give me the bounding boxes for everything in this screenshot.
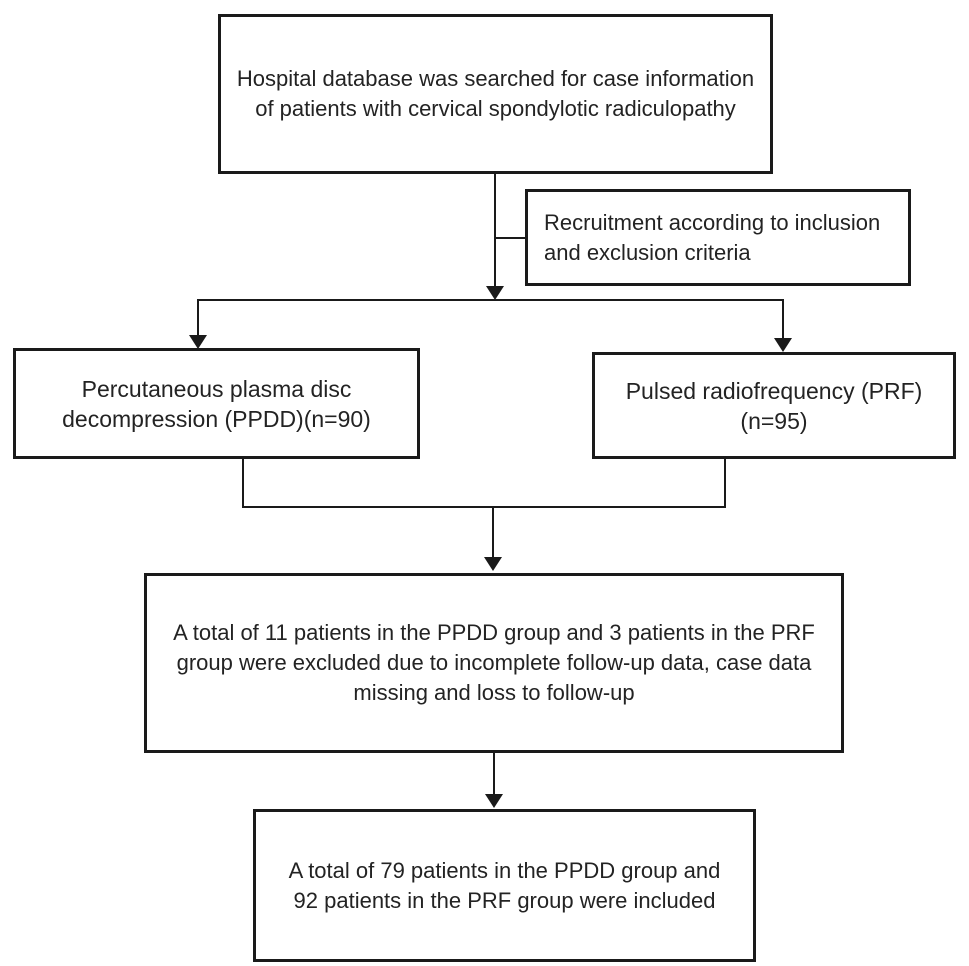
arrowhead-included-icon	[485, 794, 503, 808]
node-hospital-database-search: Hospital database was searched for case …	[218, 14, 773, 174]
connector-prf-to-merge	[724, 458, 726, 508]
node-hospital-database-search-text: Hospital database was searched for case …	[236, 66, 755, 121]
arrowhead-prf-icon	[774, 338, 792, 352]
arrowhead-ppdd-icon	[189, 335, 207, 349]
node-recruitment-criteria-text: Recruitment according to inclusion and e…	[544, 209, 881, 265]
arrowhead-split-icon	[486, 286, 504, 300]
node-ppdd-group-text: Percutaneous plasma disc decompression (…	[62, 375, 371, 432]
connector-merge-to-excluded	[492, 506, 494, 558]
node-prf-group: Pulsed radiofrequency (PRF) (n=95)	[592, 352, 956, 459]
node-excluded-patients-text: A total of 11 patients in the PPDD group…	[173, 620, 815, 705]
connector-ppdd-to-merge	[242, 458, 244, 508]
connector-branch-line	[197, 299, 784, 301]
node-prf-group-text: Pulsed radiofrequency (PRF) (n=95)	[625, 377, 923, 434]
node-recruitment-criteria: Recruitment according to inclusion and e…	[525, 189, 911, 286]
connector-recruitment-stub	[494, 237, 526, 239]
node-excluded-patients: A total of 11 patients in the PPDD group…	[144, 573, 844, 753]
connector-excluded-to-included	[493, 753, 495, 795]
connector-merge-line	[242, 506, 726, 508]
connector-branch-to-prf	[782, 299, 784, 339]
arrowhead-excluded-icon	[484, 557, 502, 571]
node-included-patients-text: A total of 79 patients in the PPDD group…	[288, 857, 721, 913]
node-ppdd-group: Percutaneous plasma disc decompression (…	[13, 348, 420, 459]
connector-branch-to-ppdd	[197, 299, 199, 336]
connector-search-to-split	[494, 174, 496, 290]
node-included-patients: A total of 79 patients in the PPDD group…	[253, 809, 756, 962]
